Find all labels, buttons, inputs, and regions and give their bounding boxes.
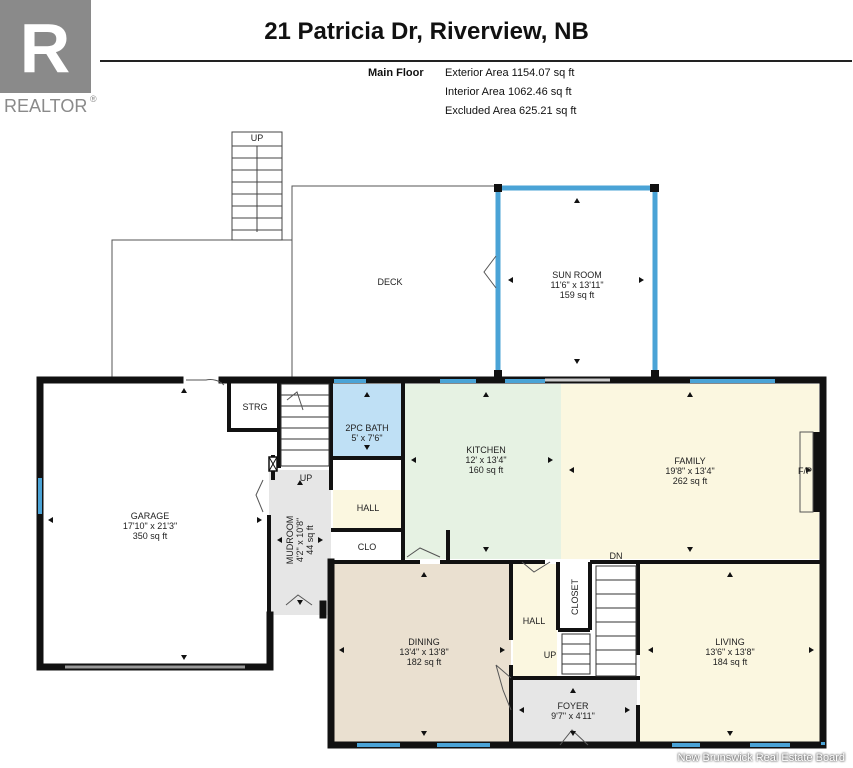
family-fill <box>561 384 819 559</box>
dining-name: DINING <box>408 637 440 647</box>
bath-dims: 5' x 7'6" <box>351 433 382 443</box>
living-fill <box>640 564 820 744</box>
sunroom-name: SUN ROOM <box>552 270 602 280</box>
family-dims: 19'8" x 13'4" <box>665 466 714 476</box>
garage-area: 350 sq ft <box>133 531 168 541</box>
floor-label: Main Floor <box>368 67 424 79</box>
foyer-dims: 9'7" x 4'11" <box>551 711 595 721</box>
strg-label: STRG <box>242 402 267 412</box>
kitchen-name: KITCHEN <box>466 445 506 455</box>
family-name: FAMILY <box>674 456 705 466</box>
hall2-label: HALL <box>523 616 546 626</box>
exterior-area: Exterior Area 1154.07 sq ft <box>445 67 575 79</box>
excluded-area: Excluded Area 625.21 sq ft <box>445 105 577 117</box>
garage-fill <box>40 380 273 667</box>
hall2-fill <box>513 564 557 679</box>
sunroom-area: 159 sq ft <box>560 290 595 300</box>
garage-dims: 17'10" x 21'3" <box>123 521 177 531</box>
deck-label: DECK <box>377 277 402 287</box>
stairs-dn-label: DN <box>610 551 623 561</box>
interior-walls <box>227 380 823 745</box>
stairs-top <box>231 131 283 241</box>
deck-outline <box>111 185 497 378</box>
mudroom-area: 44 sq ft <box>305 525 315 555</box>
interior-area: Interior Area 1062.46 sq ft <box>445 86 572 98</box>
svg-text:®: ® <box>90 94 97 104</box>
header-rule <box>100 60 852 62</box>
fireplace-label: F/P <box>798 466 812 476</box>
kitchen-fill <box>403 384 561 559</box>
realtor-logo-square <box>0 0 91 93</box>
dimension-arrows <box>48 198 814 736</box>
stairs-interior <box>280 383 637 677</box>
realtor-logo-text: REALTOR <box>4 96 87 116</box>
door-swings <box>186 255 589 746</box>
realtor-logo: R REALTOR ® <box>0 0 100 120</box>
sunroom-dims: 11'6" x 13'11" <box>550 280 603 290</box>
hall1-fill <box>333 490 403 530</box>
clo-label: CLO <box>358 542 377 552</box>
watermark: New Brunswick Real Estate Board <box>677 752 845 764</box>
kitchen-dims: 12' x 13'4" <box>465 455 506 465</box>
living-name: LIVING <box>715 637 745 647</box>
family-area: 262 sq ft <box>673 476 708 486</box>
foyer-name: FOYER <box>557 701 589 711</box>
closet-label: CLOSET <box>570 578 580 615</box>
mudroom-fill <box>269 470 331 615</box>
exterior-windows <box>38 379 825 747</box>
property-address: 21 Patricia Dr, Riverview, NB <box>264 18 589 45</box>
dining-fill <box>333 564 511 744</box>
bath-name: 2PC BATH <box>345 423 388 433</box>
mudroom-dims: 4'2" x 10'8" <box>295 518 305 562</box>
mudroom-name: MUDROOM <box>285 516 295 565</box>
sunroom-windows <box>495 185 658 375</box>
hall1-label: HALL <box>357 503 380 513</box>
kitchen-area: 160 sq ft <box>469 465 504 475</box>
living-dims: 13'6" x 13'8" <box>705 647 754 657</box>
dining-area: 182 sq ft <box>407 657 442 667</box>
hall2-up-label: UP <box>544 650 557 660</box>
dining-dims: 13'4" x 13'8" <box>399 647 448 657</box>
stairs-top-label: UP <box>251 133 264 143</box>
mudroom-up-label: UP <box>300 473 313 483</box>
fireplace <box>813 432 823 512</box>
living-area: 184 sq ft <box>713 657 748 667</box>
svg-text:R: R <box>20 9 71 87</box>
garage-name: GARAGE <box>131 511 170 521</box>
